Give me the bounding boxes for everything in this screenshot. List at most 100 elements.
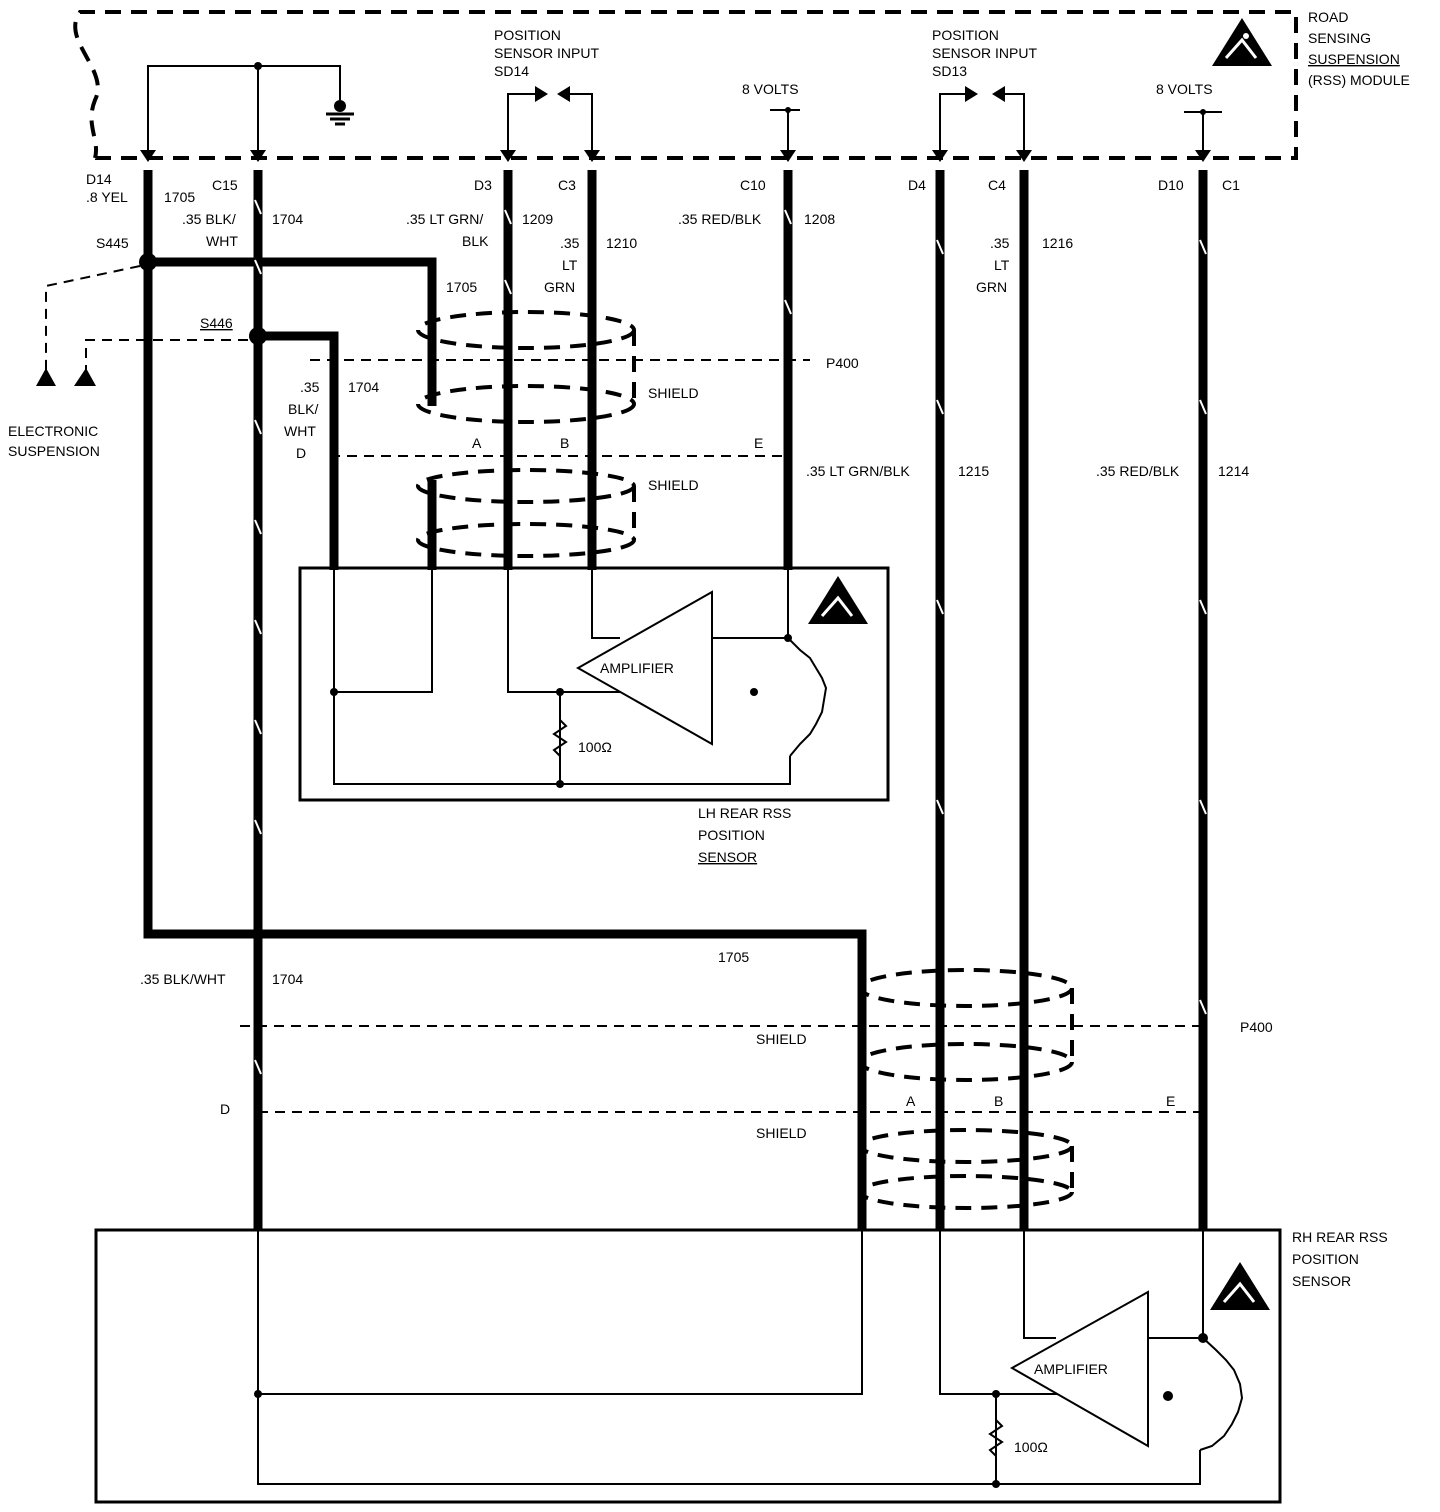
svg-text:BLK/: BLK/ <box>288 401 318 417</box>
svg-text:D: D <box>220 1101 230 1117</box>
module-title: ROAD SENSING SUSPENSION (RSS) MODULE <box>1308 9 1410 88</box>
svg-text:GRN: GRN <box>976 279 1007 295</box>
svg-text:ROAD: ROAD <box>1308 9 1348 25</box>
top-pin-labels: D14 C15 D3 C3 C10 D4 C4 D10 C1 <box>86 171 1240 193</box>
svg-text:GRN: GRN <box>544 279 575 295</box>
lh-sensor-circuit <box>333 570 791 785</box>
shield-label-1: SHIELD <box>648 385 699 401</box>
svg-text:SD13: SD13 <box>932 63 967 79</box>
svg-text:1216: 1216 <box>1042 235 1073 251</box>
svg-text:LH REAR RSS: LH REAR RSS <box>698 805 791 821</box>
svg-text:1704: 1704 <box>272 211 303 227</box>
svg-text:C4: C4 <box>988 177 1006 193</box>
rh-sensor-label: RH REAR RSS POSITION SENSOR <box>1292 1229 1388 1289</box>
svg-text:A: A <box>472 435 482 451</box>
connector-p400-top: P400 <box>826 355 859 371</box>
volts-label-left: 8 VOLTS <box>742 81 799 97</box>
svg-text:.35: .35 <box>300 379 320 395</box>
svg-text:SUSPENSION: SUSPENSION <box>1308 51 1400 67</box>
lh-amplifier-label: AMPLIFIER <box>600 660 674 676</box>
svg-text:POSITION: POSITION <box>932 27 999 43</box>
shield-label-4: SHIELD <box>756 1125 807 1141</box>
lh-potentiometer <box>787 637 828 757</box>
svg-text:.35 RED/BLK: .35 RED/BLK <box>1096 463 1180 479</box>
svg-text:C15: C15 <box>212 177 238 193</box>
svg-text:B: B <box>994 1093 1003 1109</box>
connector-p400-bottom: P400 <box>1240 1019 1273 1035</box>
rh-resistor <box>988 1419 1004 1457</box>
svg-text:LT: LT <box>562 257 578 273</box>
esd-icon <box>1212 18 1272 66</box>
svg-text:POSITION: POSITION <box>494 27 561 43</box>
svg-text:B: B <box>560 435 569 451</box>
svg-text:.35 LT GRN/BLK: .35 LT GRN/BLK <box>806 463 910 479</box>
svg-text:.35 LT GRN/: .35 LT GRN/ <box>406 211 483 227</box>
svg-text:1705: 1705 <box>718 949 749 965</box>
shield-label-3: SHIELD <box>756 1031 807 1047</box>
lh-esd-icon <box>808 576 868 624</box>
rh-shield-upper <box>858 968 1074 1082</box>
svg-text:D10: D10 <box>1158 177 1184 193</box>
svg-text:1705: 1705 <box>164 189 195 205</box>
lh-resistor <box>552 719 568 757</box>
rh-resistor-label: 100Ω <box>1014 1439 1048 1455</box>
sd14-label: POSITION SENSOR INPUT SD14 <box>494 27 599 79</box>
rh-amplifier-triangle <box>1009 1290 1149 1448</box>
module-internal-wiring <box>140 62 1222 162</box>
lh-sensor-label: LH REAR RSS POSITION SENSOR <box>698 805 791 865</box>
lh-amplifier-triangle <box>575 590 713 746</box>
svg-text:.35: .35 <box>560 235 580 251</box>
svg-text:LT: LT <box>994 257 1010 273</box>
svg-text:SD14: SD14 <box>494 63 529 79</box>
ground-triangle-2 <box>74 368 96 386</box>
ground-triangle-1 <box>36 368 56 386</box>
rh-potentiometer <box>1199 1337 1244 1451</box>
svg-text:SENSING: SENSING <box>1308 30 1371 46</box>
svg-text:SENSOR: SENSOR <box>698 849 757 865</box>
svg-text:WHT: WHT <box>284 423 316 439</box>
svg-text:POSITION: POSITION <box>1292 1251 1359 1267</box>
rh-amplifier-label: AMPLIFIER <box>1034 1361 1108 1377</box>
rh-esd-icon <box>1210 1262 1270 1310</box>
svg-text:.35: .35 <box>990 235 1010 251</box>
svg-text:1705: 1705 <box>446 279 477 295</box>
svg-text:(RSS) MODULE: (RSS) MODULE <box>1308 72 1410 88</box>
rh-shield-lower <box>858 1128 1074 1210</box>
lh-sensor-box <box>298 566 890 802</box>
svg-text:SENSOR INPUT: SENSOR INPUT <box>932 45 1037 61</box>
splice-s446-label: S446 <box>200 315 233 331</box>
svg-text:.8 YEL: .8 YEL <box>86 189 128 205</box>
svg-text:D3: D3 <box>474 177 492 193</box>
lh-resistor-label: 100Ω <box>578 739 612 755</box>
svg-text:A: A <box>906 1093 916 1109</box>
splice-s445-label: S445 <box>96 235 129 251</box>
sd13-label: POSITION SENSOR INPUT SD13 <box>932 27 1037 79</box>
svg-text:SENSOR INPUT: SENSOR INPUT <box>494 45 599 61</box>
main-wires <box>139 170 1208 1230</box>
svg-text:C10: C10 <box>740 177 766 193</box>
svg-text:1704: 1704 <box>348 379 379 395</box>
volts-label-right: 8 VOLTS <box>1156 81 1213 97</box>
ground-icon <box>326 100 354 126</box>
lh-shield-lower <box>416 468 636 558</box>
svg-text:.35 RED/BLK: .35 RED/BLK <box>678 211 762 227</box>
svg-text:POSITION: POSITION <box>698 827 765 843</box>
svg-text:E: E <box>754 435 763 451</box>
svg-text:C1: C1 <box>1222 177 1240 193</box>
rh-sensor-box <box>94 1228 1282 1504</box>
splice-s445 <box>139 253 157 271</box>
svg-text:1704: 1704 <box>272 971 303 987</box>
svg-text:ELECTRONIC: ELECTRONIC <box>8 423 98 439</box>
svg-text:D14: D14 <box>86 171 112 187</box>
svg-text:D: D <box>296 445 306 461</box>
svg-text:.35 BLK/: .35 BLK/ <box>182 211 236 227</box>
svg-text:SUSPENSION: SUSPENSION <box>8 443 100 459</box>
splice-s446 <box>249 327 267 345</box>
wire-labels: .8 YEL 1705 .35 BLK/ WHT 1704 .35 LT GRN… <box>86 189 1249 987</box>
svg-text:1208: 1208 <box>804 211 835 227</box>
svg-text:D4: D4 <box>908 177 926 193</box>
module-boundary <box>73 10 1298 160</box>
svg-text:1215: 1215 <box>958 463 989 479</box>
svg-text:RH REAR RSS: RH REAR RSS <box>1292 1229 1388 1245</box>
